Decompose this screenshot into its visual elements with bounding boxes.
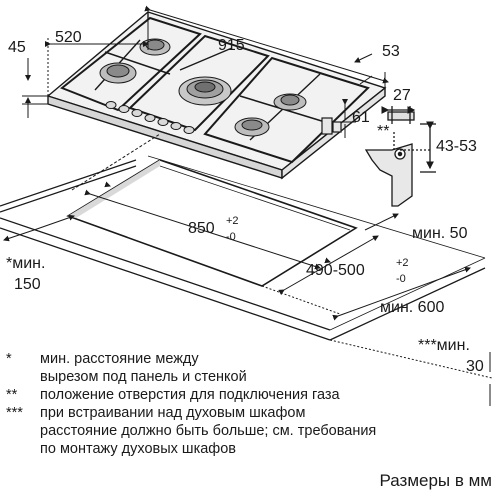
knob <box>157 118 169 126</box>
footnotes: * мин. расстояние между вырезом под пане… <box>6 350 496 458</box>
footnote-1: * мин. расстояние между <box>6 350 496 368</box>
footnote-text: мин. расстояние между <box>40 351 199 367</box>
hob-dimension-lines <box>22 5 389 138</box>
footnote-3: *** при встраивании над духовым шкафом <box>6 404 496 422</box>
dim-min-30-label: ***мин. <box>418 337 470 354</box>
dim-61: 61 <box>352 109 370 126</box>
burner-wok <box>178 76 232 106</box>
dim-53: 53 <box>382 43 400 60</box>
footnote-text: по монтажу духовых шкафов <box>40 441 236 457</box>
dim-min-30-value: 30 <box>466 358 484 375</box>
burner-right-back <box>273 93 307 111</box>
dim-min-150-label: *мин. <box>6 255 45 272</box>
dim-cutout-depth: 490-500 <box>306 262 365 279</box>
burner-left-back <box>139 38 171 56</box>
footnote-text: вырезом под панель и стенкой <box>40 369 247 385</box>
knob <box>183 126 195 134</box>
dim-cutout-width-minus: -0 <box>226 231 236 243</box>
dim-min-600: мин. 600 <box>380 299 444 316</box>
dim-27: 27 <box>393 87 411 104</box>
knob <box>170 122 182 130</box>
knob <box>105 101 117 109</box>
dim-hob-height: 45 <box>8 39 26 56</box>
hob-side-edge <box>281 86 386 180</box>
cutout-dimension-lines <box>3 133 493 406</box>
dim-min-150-value: 150 <box>14 276 41 293</box>
knob <box>131 109 143 117</box>
control-knobs <box>105 101 195 134</box>
dim-gas-range: 43-53 <box>436 138 477 155</box>
gas-connection-detail <box>364 106 436 207</box>
footnote-mark: ** <box>6 387 18 403</box>
dim-cutout-width-plus: +2 <box>226 215 239 227</box>
footnote-mark: * <box>6 351 12 367</box>
dim-double-star: ** <box>377 123 389 140</box>
burner-right-front <box>234 117 270 137</box>
burner-left-front <box>99 62 137 84</box>
dim-cutout-depth-plus: +2 <box>396 257 409 269</box>
knob <box>144 114 156 122</box>
knob <box>118 105 130 113</box>
dim-cutout-depth-minus: -0 <box>396 273 406 285</box>
dim-cutout-width: 850 <box>188 220 215 237</box>
footnote-text: положение отверстия для подключения газа <box>40 387 340 403</box>
units-label: Размеры в мм <box>379 471 492 490</box>
footnote-mark: *** <box>6 405 23 421</box>
footnote-text: расстояние должно быть больше; см. требо… <box>40 423 377 439</box>
footnote-2: ** положение отверстия для подключения г… <box>6 386 496 404</box>
dim-min-50: мин. 50 <box>412 225 468 242</box>
dim-hob-depth: 520 <box>55 29 82 46</box>
dim-hob-width: 915 <box>218 37 245 54</box>
footnote-text: при встраивании над духовым шкафом <box>40 405 306 421</box>
